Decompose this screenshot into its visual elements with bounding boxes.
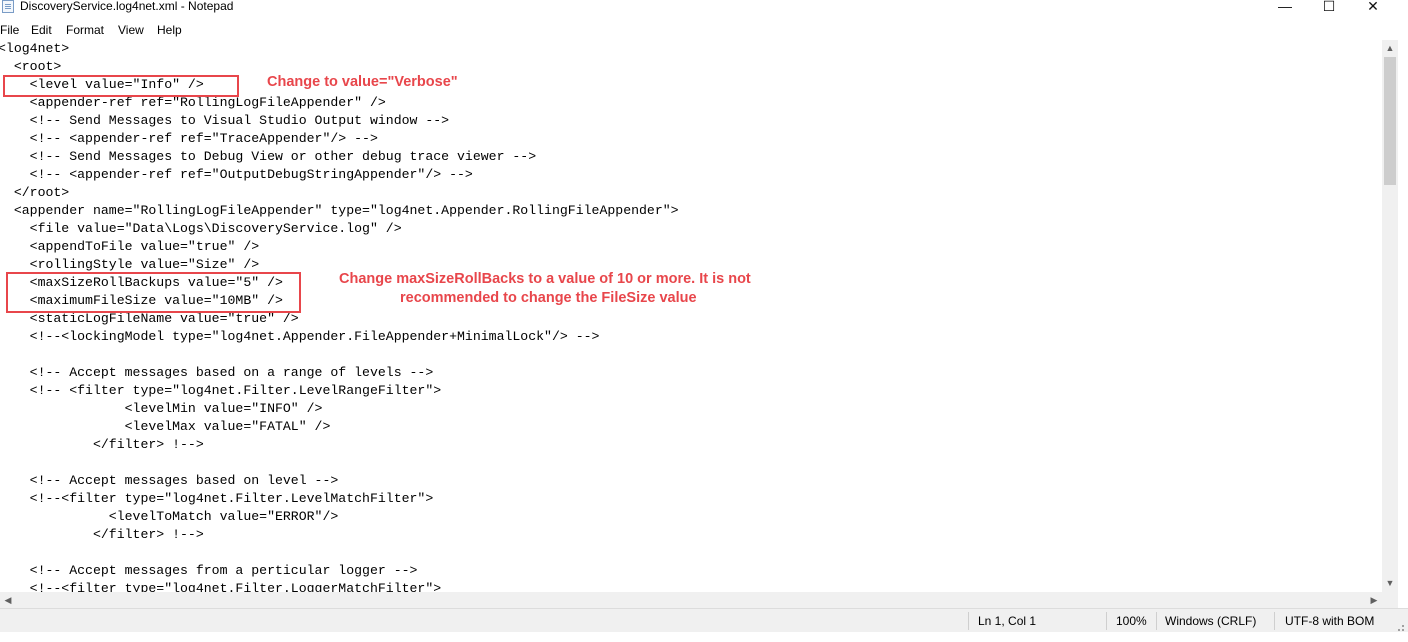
status-divider <box>968 612 969 630</box>
encoding: UTF-8 with BOM <box>1285 614 1375 628</box>
code-line: <maximumFileSize value="10MB" /> <box>0 293 283 308</box>
scrollbar-corner <box>1382 592 1398 608</box>
code-line: <appendToFile value="true" /> <box>0 239 260 254</box>
status-bar: Ln 1, Col 1 100% Windows (CRLF) UTF-8 wi… <box>0 608 1408 632</box>
status-divider <box>1106 612 1107 630</box>
code-line: <!-- Send Messages to Visual Studio Outp… <box>0 113 450 128</box>
menu-bar: File Edit Format View Help <box>0 20 1408 40</box>
cursor-position: Ln 1, Col 1 <box>978 614 1037 628</box>
notepad-icon <box>2 0 14 13</box>
code-line: </root> <box>0 185 70 200</box>
code-line: <maxSizeRollBackups value="5" /> <box>0 275 283 290</box>
code-line: <log4net> <box>0 41 70 56</box>
editor-text-area[interactable]: <log4net> <root> <level value="Info" /> … <box>0 40 1382 592</box>
code-line: <appender-ref ref="RollingLogFileAppende… <box>0 95 386 110</box>
code-line: <!--<filter type="log4net.Filter.LoggerM… <box>0 581 442 592</box>
level-annotation: Change to value="Verbose" <box>267 74 458 90</box>
code-line: <!-- <appender-ref ref="TraceAppender"/>… <box>0 131 378 146</box>
zoom-level: 100% <box>1116 614 1147 628</box>
code-line: <root> <box>0 59 62 74</box>
status-divider <box>1274 612 1275 630</box>
vertical-scrollbar[interactable]: ▲ ▼ <box>1382 40 1398 592</box>
rollbackups-annotation-line1: Change maxSizeRollBacks to a value of 10… <box>339 271 751 287</box>
menu-help[interactable]: Help <box>157 23 182 37</box>
scroll-left-icon[interactable]: ◀ <box>4 595 12 605</box>
code-line: <appender name="RollingLogFileAppender" … <box>0 203 679 218</box>
code-line: <levelMax value="FATAL" /> <box>0 419 331 434</box>
scroll-up-icon[interactable]: ▲ <box>1385 43 1395 53</box>
code-line: <rollingStyle value="Size" /> <box>0 257 260 272</box>
window-bottom-edge <box>0 632 1408 642</box>
code-line: <levelMin value="INFO" /> <box>0 401 323 416</box>
code-line: <!--<lockingModel type="log4net.Appender… <box>0 329 600 344</box>
code-line: <levelToMatch value="ERROR"/> <box>0 509 339 524</box>
code-line: <file value="Data\Logs\DiscoveryService.… <box>0 221 402 236</box>
scroll-right-icon[interactable]: ▶ <box>1370 595 1378 605</box>
code-line: <level value="Info" /> <box>0 77 204 92</box>
code-line: </filter> !--> <box>0 437 204 452</box>
code-line: <!-- Accept messages from a perticular l… <box>0 563 418 578</box>
code-line: <staticLogFileName value="true" /> <box>0 311 299 326</box>
menu-view[interactable]: View <box>118 23 144 37</box>
window-title: DiscoveryService.log4net.xml - Notepad <box>20 0 234 13</box>
status-divider <box>1156 612 1157 630</box>
menu-edit[interactable]: Edit <box>31 23 52 37</box>
title-bar: DiscoveryService.log4net.xml - Notepad —… <box>0 0 1408 20</box>
code-line: <!-- Accept messages based on level --> <box>0 473 339 488</box>
minimize-button[interactable]: — <box>1278 0 1292 14</box>
code-line: </filter> !--> <box>0 527 204 542</box>
vertical-scroll-thumb[interactable] <box>1384 57 1396 185</box>
code-line: <!-- <appender-ref ref="OutputDebugStrin… <box>0 167 473 182</box>
rollbackups-highlight-box <box>6 272 301 313</box>
horizontal-scrollbar[interactable]: ◀ ▶ <box>0 592 1382 608</box>
level-highlight-box <box>3 75 239 97</box>
code-line: <!-- <filter type="log4net.Filter.LevelR… <box>0 383 442 398</box>
line-ending: Windows (CRLF) <box>1165 614 1257 628</box>
code-line: <!-- Accept messages based on a range of… <box>0 365 434 380</box>
menu-format[interactable]: Format <box>66 23 105 37</box>
resize-grip-icon[interactable] <box>1392 624 1406 632</box>
scroll-down-icon[interactable]: ▼ <box>1385 578 1395 588</box>
code-line: <!--<filter type="log4net.Filter.LevelMa… <box>0 491 434 506</box>
close-button[interactable]: ✕ <box>1367 0 1379 14</box>
maximize-button[interactable]: ☐ <box>1322 0 1336 14</box>
code-line: <!-- Send Messages to Debug View or othe… <box>0 149 537 164</box>
menu-file[interactable]: File <box>0 23 20 37</box>
rollbackups-annotation-line2: recommended to change the FileSize value <box>400 290 697 306</box>
